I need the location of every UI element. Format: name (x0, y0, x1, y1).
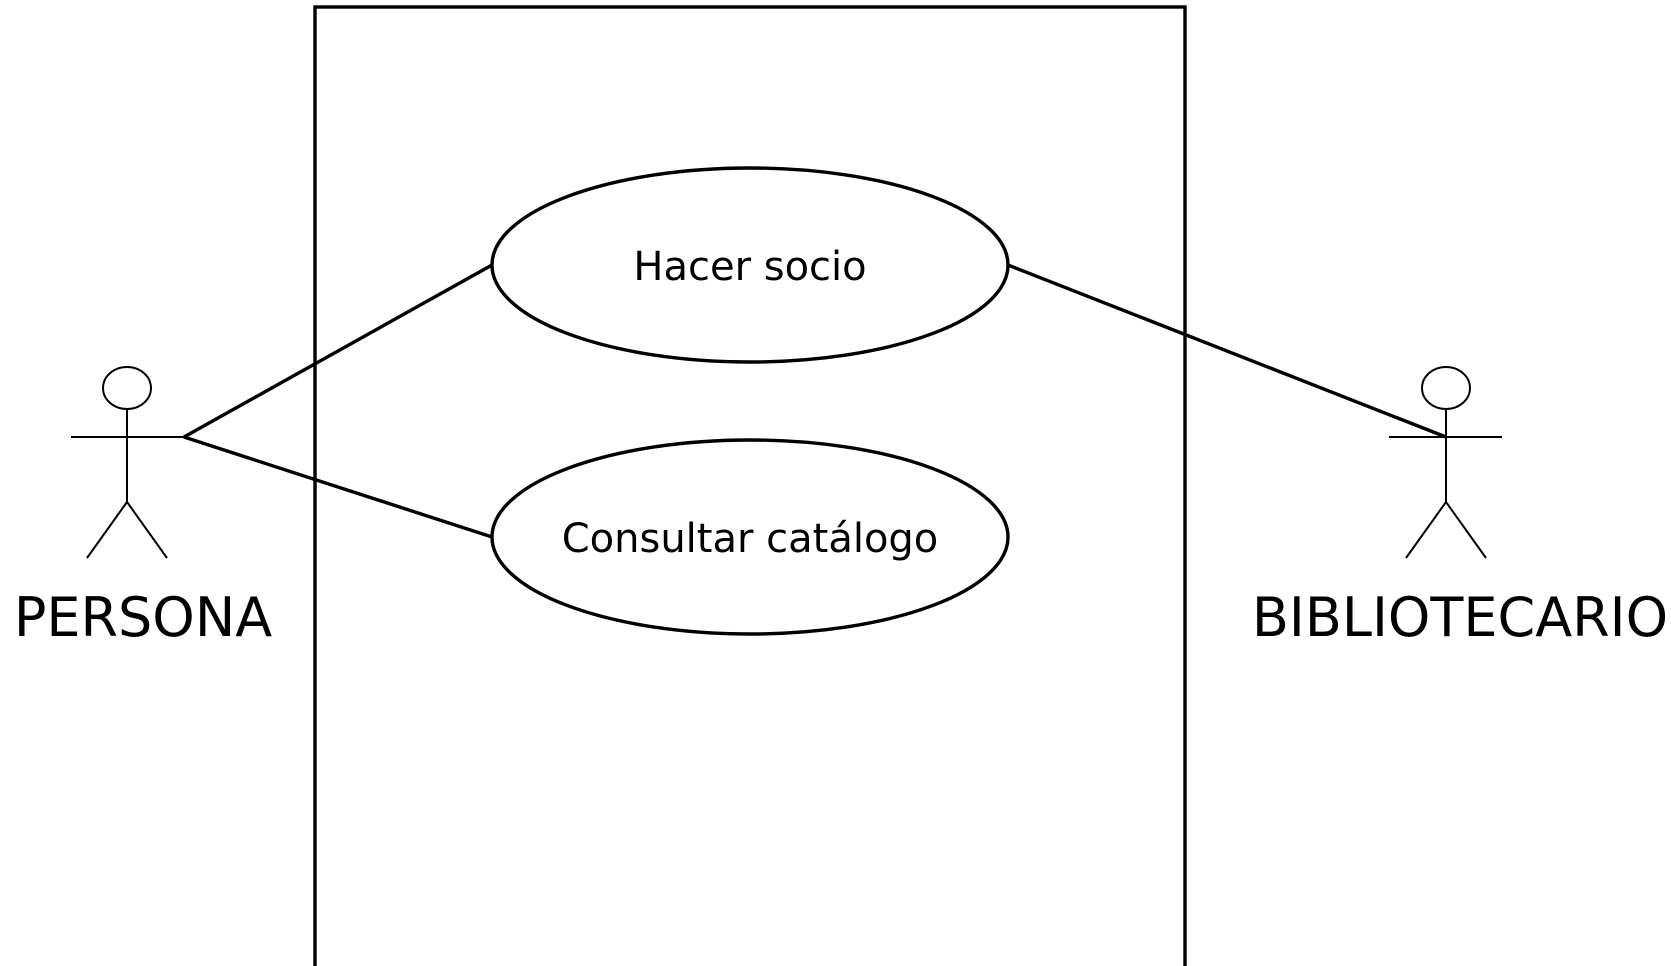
actor-label: PERSONA (14, 586, 272, 649)
actor-persona[interactable]: PERSONA (14, 366, 272, 649)
use-case-ellipse (490, 438, 1010, 636)
use-case-label: Consultar catálogo (562, 516, 939, 562)
stick-figure-icon (1389, 366, 1502, 559)
use-case-label: Hacer socio (633, 244, 866, 290)
use-case-ellipse (490, 166, 1010, 364)
system-boundary (313, 5, 1187, 966)
association-persona-consultar-catalogo (183, 435, 493, 539)
association-bibliotecario-hacer-socio (1007, 263, 1447, 439)
actor-label: BIBLIOTECARIO (1252, 586, 1668, 649)
actor-bibliotecario[interactable]: BIBLIOTECARIO (1252, 366, 1668, 649)
stick-figure-icon (71, 366, 184, 559)
association-persona-hacer-socio (183, 263, 493, 439)
use-case-hacer-socio[interactable]: Hacer socio (490, 166, 1010, 364)
use-case-consultar-catalogo[interactable]: Consultar catálogo (490, 438, 1010, 636)
